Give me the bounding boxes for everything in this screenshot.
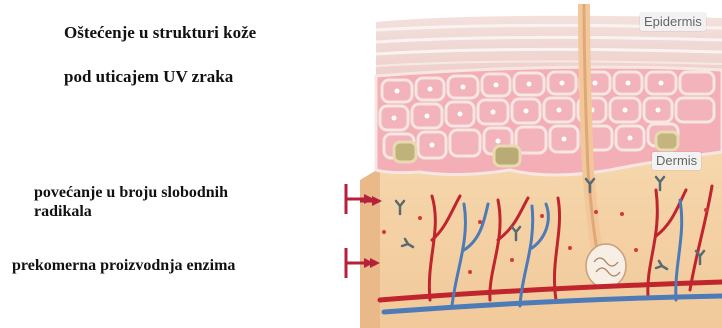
dermis-label: Dermis [652, 152, 701, 170]
diagram-title-line-1: Oštećenje u strukturi kože [64, 24, 256, 42]
annotation-enzyme-overproduction: prekomerna proizvodnja enzima [12, 257, 235, 275]
annotation-free-radicals-line-2: radikala [34, 203, 92, 221]
diagram-title-line-2: pod uticajem UV zraka [64, 68, 233, 86]
marker-arrowhead-2 [364, 258, 374, 268]
marker-arrowhead-1 [364, 194, 374, 204]
annotation-free-radicals-line-1: povećanje u broju slobodnih [34, 184, 228, 202]
epidermis-label: Epidermis [640, 13, 706, 31]
pointer-markers [336, 180, 376, 290]
